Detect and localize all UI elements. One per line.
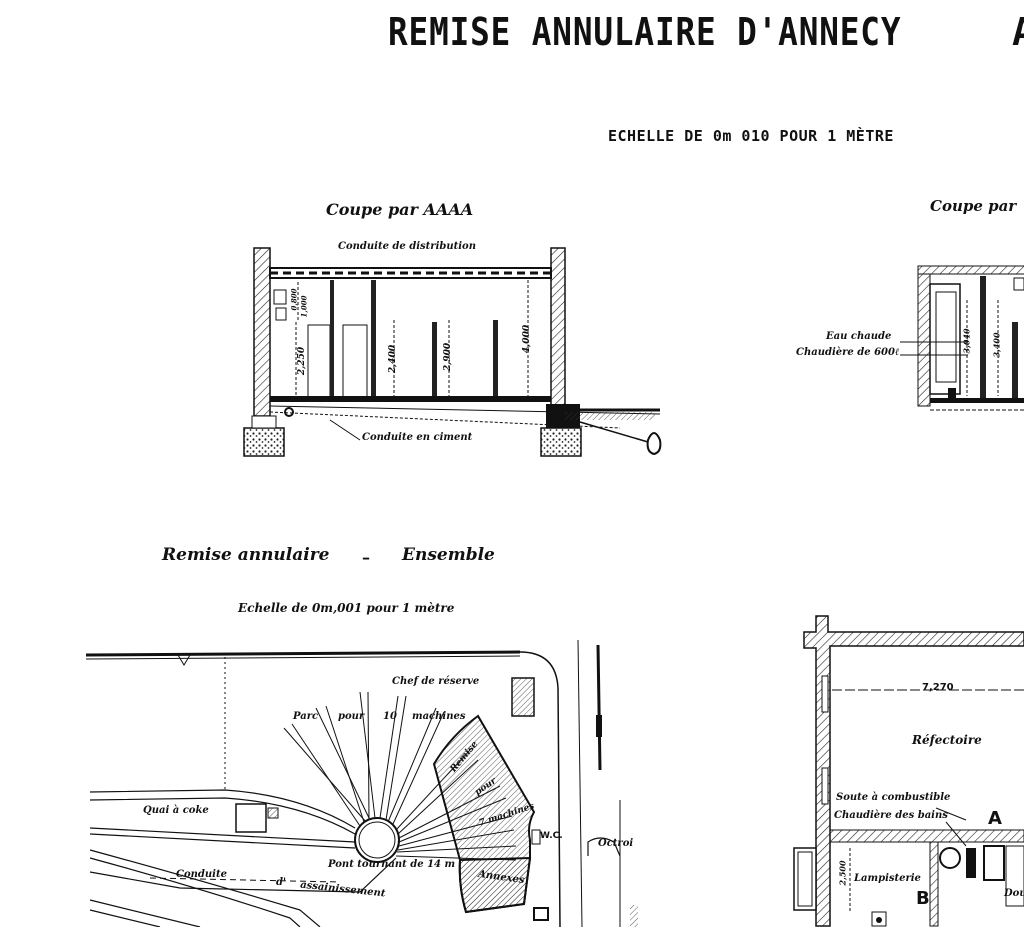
- label-eau-chaude: Eau chaude: [826, 331, 892, 342]
- annex-plan-drawing: [793, 615, 1024, 927]
- label-lampisterie: Lampisterie: [854, 873, 921, 884]
- section-marker-a: A: [988, 808, 1002, 829]
- label-wc: W.C.: [540, 831, 563, 841]
- label-quai-coke: Quai à coke: [143, 805, 209, 816]
- dimension-7270: 7,270: [922, 682, 954, 693]
- ensemble-title: Remise annulaire: [162, 545, 330, 565]
- ensemble-scale: Echelle de 0m,001 pour 1 mètre: [238, 601, 455, 615]
- label-conduite-distribution: Conduite de distribution: [338, 241, 476, 252]
- section-marker-b: B: [916, 888, 930, 909]
- section-aaaa-title: Coupe par AAAA: [326, 200, 474, 219]
- drawing-scale: ECHELLE DE 0m 010 POUR 1 MÈTRE: [608, 127, 894, 145]
- label-conduite-ciment: Conduite en ciment: [362, 432, 473, 443]
- label-chaudiere: Chaudière de 600ℓ: [796, 347, 900, 358]
- ensemble-subtitle: Ensemble: [402, 545, 495, 565]
- label-parc-machines: machines: [412, 711, 466, 722]
- label-conduite: Conduite: [176, 869, 227, 880]
- drawing-title-cut: A: [1012, 10, 1024, 54]
- drawing-title: REMISE ANNULAIRE D'ANNECY: [388, 10, 902, 54]
- dimension-3040: 3,040: [961, 328, 972, 354]
- label-chaudiere-bains: Chaudière des bains: [834, 810, 948, 821]
- dimension-2500: 2,500: [837, 860, 848, 886]
- dimension-2250: 2,250: [297, 346, 308, 376]
- dimension-4000: 4,000: [522, 324, 533, 354]
- label-assainissement-d: d': [276, 877, 287, 888]
- ensemble-dash: –: [362, 548, 370, 567]
- label-refectoire: Réfectoire: [912, 733, 982, 747]
- label-pont-tournant: Pont tournant de 14 m: [328, 859, 456, 870]
- label-dou: Dou: [1004, 888, 1024, 899]
- ensemble-plan-drawing: [85, 639, 638, 927]
- label-parc-pour: pour: [338, 711, 365, 722]
- dimension-3400: 3,400: [991, 332, 1002, 358]
- label-parc: Parc: [293, 711, 319, 722]
- dimension-2400: 2,400: [388, 344, 399, 374]
- label-chef-reserve: Chef de réserve: [392, 676, 480, 687]
- section-right-title: Coupe par: [930, 197, 1017, 215]
- section-aaaa-drawing: [243, 247, 662, 457]
- label-soute-combustible: Soute à combustible: [836, 792, 951, 803]
- section-right-drawing: [900, 265, 1024, 411]
- dimension-1000: 1,000: [299, 295, 309, 318]
- dimension-2900: 2,900: [443, 342, 454, 372]
- label-parc-10: 10: [383, 711, 397, 722]
- label-octroi: Octroi: [598, 838, 634, 849]
- dimension-0800: 0,800: [289, 288, 299, 311]
